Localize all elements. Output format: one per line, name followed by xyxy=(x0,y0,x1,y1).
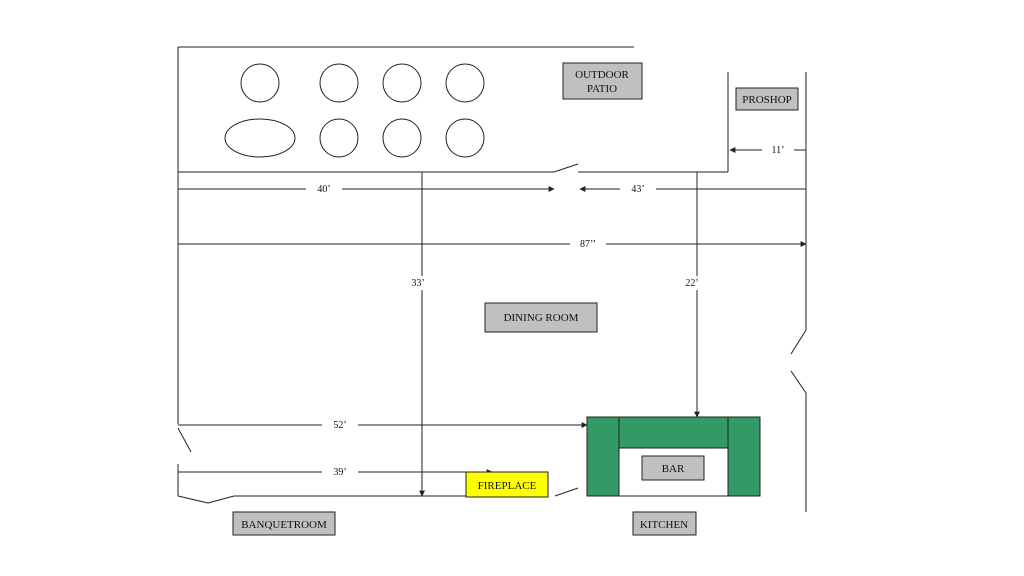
dim-dining-right: 22’ xyxy=(685,278,698,289)
svg-text:PROSHOP: PROSHOP xyxy=(742,94,792,106)
room-labels: OUTDOOR PATIO PROSHOP DINING ROOM BAR BA… xyxy=(232,62,799,536)
kitchen-label: KITCHEN xyxy=(632,511,697,536)
walls xyxy=(177,46,807,512)
patio-table-round xyxy=(382,118,422,158)
outdoor-patio-label: OUTDOOR PATIO xyxy=(562,62,643,100)
patio-table-round xyxy=(240,63,280,103)
fireplace-label: FIREPLACE xyxy=(478,480,537,492)
svg-text:BAR: BAR xyxy=(662,463,685,475)
dim-proshop: 11’ xyxy=(772,145,785,156)
patio-table-oval xyxy=(224,118,296,158)
patio-tables xyxy=(224,63,485,158)
dining-room-label: DINING ROOM xyxy=(484,302,598,333)
dim-to-bar: 52’ xyxy=(333,420,346,431)
dim-total-length: 87’’ xyxy=(580,239,596,250)
dimension-labels: 40’ 43’ 11’ 87’’ 33’ 22’ 52’ 39’ xyxy=(306,143,794,479)
patio-table-round xyxy=(445,63,485,103)
svg-text:OUTDOOR: OUTDOOR xyxy=(575,69,629,81)
fireplace: FIREPLACE xyxy=(465,471,549,498)
svg-text:PATIO: PATIO xyxy=(587,83,617,95)
banquet-room-label: BANQUETROOM xyxy=(232,511,336,536)
patio-table-round xyxy=(382,63,422,103)
bar-label: BAR xyxy=(641,455,705,481)
proshop-label: PROSHOP xyxy=(735,87,799,111)
svg-text:DINING ROOM: DINING ROOM xyxy=(504,312,579,324)
svg-text:BANQUETROOM: BANQUETROOM xyxy=(241,519,327,531)
patio-table-round xyxy=(445,118,485,158)
dim-east-patio: 43’ xyxy=(631,184,644,195)
dim-to-fireplace: 39’ xyxy=(333,467,346,478)
patio-table-round xyxy=(319,63,359,103)
svg-text:KITCHEN: KITCHEN xyxy=(640,519,688,531)
patio-table-round xyxy=(319,118,359,158)
dim-west-patio: 40’ xyxy=(317,184,330,195)
dim-dining-left: 33’ xyxy=(411,278,424,289)
bar-counter xyxy=(586,416,761,497)
